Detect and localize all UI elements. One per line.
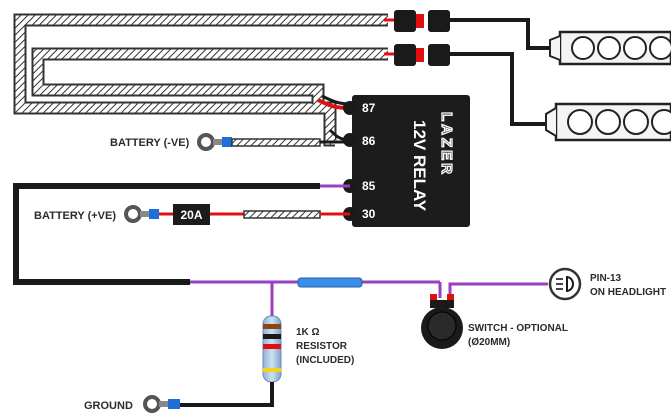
pin-30-label: 30: [362, 207, 376, 221]
control-wire: [13, 183, 548, 298]
light-bar-icon: [549, 30, 671, 66]
connector-bottom: [384, 44, 548, 126]
resistor-icon: [180, 290, 282, 407]
ground-label: GROUND: [84, 400, 133, 412]
wire-loom: [13, 13, 388, 147]
pin-87-label: 87: [362, 101, 376, 115]
battery-neg-label: BATTERY (-VE): [110, 137, 190, 149]
pin-85-label: 85: [362, 179, 376, 193]
pin-86-label: 86: [362, 134, 376, 148]
light-bar-icon: [545, 102, 671, 142]
headlight-icon: [548, 267, 582, 301]
ring-terminal-icon: [197, 133, 232, 151]
fuse-label: 20A: [180, 208, 202, 222]
battery-negative: BATTERY (-VE): [110, 133, 350, 151]
headlight-label-line2: ON HEADLIGHT: [590, 287, 666, 298]
relay-brand: LAZER: [438, 112, 455, 177]
resistor-label-line3: (INCLUDED): [296, 355, 354, 366]
headlight-label-line1: PIN-13: [590, 273, 622, 284]
relay: 87 86 85 30 12V RELAY LAZER: [343, 95, 470, 227]
resistor-label-line1: 1K Ω: [296, 327, 320, 338]
battery-pos-label: BATTERY (+VE): [34, 210, 116, 222]
switch-icon[interactable]: [421, 294, 463, 349]
ring-terminal-icon: [124, 205, 159, 223]
switch-label-line1: SWITCH - OPTIONAL: [468, 323, 568, 334]
relay-title: 12V RELAY: [410, 120, 429, 212]
resistor-label-line2: RESISTOR: [296, 341, 348, 352]
connector-top: [384, 10, 560, 50]
battery-positive: BATTERY (+VE) 20A: [34, 204, 350, 225]
switch-label-line2: (Ø20MM): [468, 337, 510, 348]
ring-terminal-icon: [143, 395, 180, 413]
ground: GROUND: [84, 395, 180, 413]
